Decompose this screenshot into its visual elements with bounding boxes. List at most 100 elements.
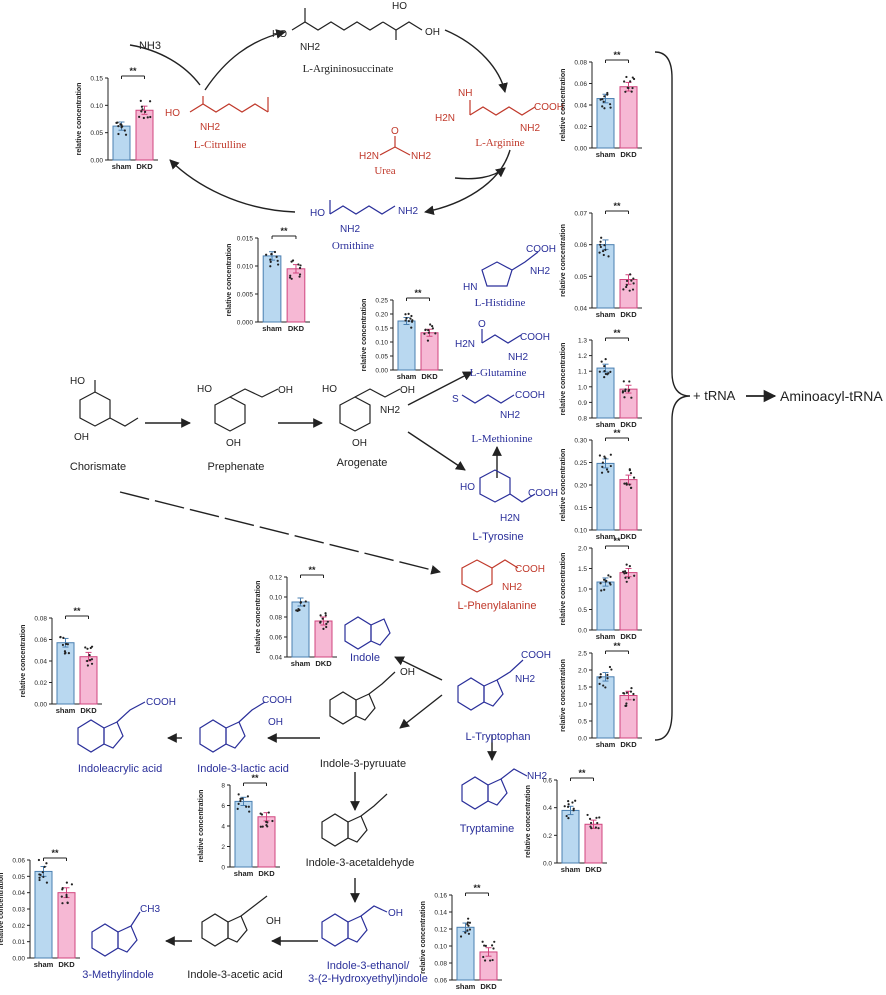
category-label: DKD <box>620 632 637 641</box>
data-point <box>608 581 611 585</box>
data-point <box>427 331 430 334</box>
data-point <box>62 636 65 639</box>
y-tick-label: 2 <box>221 844 225 851</box>
y-axis-label: relative concentration <box>560 224 567 297</box>
data-point <box>623 572 626 575</box>
plus-trna-label: + tRNA <box>693 388 736 403</box>
data-point <box>43 865 46 868</box>
data-point <box>603 578 606 581</box>
atom-label: HO <box>322 384 337 395</box>
y-tick-label: 0.00 <box>12 956 25 963</box>
data-point <box>598 682 601 685</box>
y-tick-label: 0.04 <box>34 659 47 666</box>
data-point <box>431 324 434 328</box>
y-tick-label: 0.08 <box>574 60 587 67</box>
data-point <box>65 881 68 884</box>
y-tick-label: 0.25 <box>574 460 587 467</box>
data-point <box>598 676 601 679</box>
y-tick-label: 0.05 <box>90 130 103 137</box>
data-point <box>632 698 635 701</box>
data-point <box>481 940 484 943</box>
data-point <box>608 665 612 669</box>
data-point <box>247 805 250 808</box>
data-point <box>299 601 302 604</box>
data-point <box>625 279 629 283</box>
data-point <box>628 289 631 292</box>
data-point <box>625 285 628 289</box>
data-point <box>67 652 71 655</box>
data-point <box>599 673 602 676</box>
data-point <box>628 468 631 471</box>
data-point <box>466 929 469 932</box>
data-point <box>298 608 301 612</box>
bar-sham <box>561 809 580 864</box>
data-point <box>59 635 62 639</box>
category-label: sham <box>56 706 76 715</box>
data-point <box>88 654 91 657</box>
category-label: sham <box>262 324 282 333</box>
data-point <box>277 263 280 266</box>
data-point <box>117 125 120 128</box>
y-tick-label: 0.06 <box>269 635 282 642</box>
arrow-argininosuccinate-to-arginine <box>444 29 508 93</box>
y-tick-label: 0.010 <box>237 264 254 271</box>
data-point <box>600 360 603 363</box>
y-tick-label: 0.8 <box>578 416 587 423</box>
significance-label: ** <box>613 50 621 60</box>
data-point <box>492 947 495 950</box>
data-point <box>606 673 609 677</box>
data-point <box>599 582 602 585</box>
y-tick-label: 0.10 <box>269 595 282 602</box>
y-tick-label: 0.6 <box>543 778 552 785</box>
y-axis-label: relative concentration <box>420 901 427 974</box>
y-axis-label: relative concentration <box>560 69 567 142</box>
category-label: DKD <box>80 706 97 715</box>
data-point <box>322 627 325 630</box>
data-point <box>610 668 613 671</box>
data-point <box>602 684 605 687</box>
data-point <box>631 86 634 90</box>
bar-sham <box>456 926 475 981</box>
y-tick-label: 1.5 <box>578 685 587 692</box>
data-point <box>632 476 636 479</box>
data-point <box>298 266 302 270</box>
data-point <box>324 612 327 615</box>
data-point <box>459 935 463 938</box>
data-point <box>629 80 632 83</box>
data-point <box>467 932 471 935</box>
y-tick-label: 0.05 <box>12 874 25 881</box>
data-point <box>236 807 239 811</box>
atom-label: H2N <box>359 151 379 162</box>
data-point <box>467 917 470 920</box>
prephenate-structure: HO OH OH <box>197 384 293 449</box>
bar-sham <box>596 581 615 631</box>
y-axis-label: relative concentration <box>361 299 368 372</box>
y-tick-label: 0.04 <box>574 103 587 110</box>
y-axis-label: relative concentration <box>20 625 27 698</box>
label-urea: Urea <box>374 165 395 177</box>
data-point <box>631 76 634 79</box>
atom-label: COOH <box>520 332 550 343</box>
data-point <box>407 319 411 323</box>
y-tick-label: 0.15 <box>574 505 587 512</box>
significance-label: ** <box>473 883 481 893</box>
data-point <box>138 115 141 118</box>
data-point <box>298 273 302 276</box>
data-point <box>270 252 273 256</box>
data-point <box>491 958 494 962</box>
y-tick-label: 1.5 <box>578 566 587 573</box>
data-point <box>623 692 626 695</box>
atom-label: H2N <box>435 113 455 124</box>
category-label: DKD <box>480 982 497 991</box>
y-tick-label: 0.015 <box>237 236 254 243</box>
significance-label: ** <box>129 66 137 76</box>
y-tick-label: 4 <box>221 824 225 831</box>
bar-dkd <box>619 695 638 739</box>
y-tick-label: 1.2 <box>578 353 587 360</box>
data-point <box>237 802 240 805</box>
arginine-structure: NH H2N COOH NH2 <box>435 88 564 134</box>
data-point <box>626 86 629 89</box>
data-point <box>605 468 609 471</box>
atom-label: NH2 <box>530 266 550 277</box>
